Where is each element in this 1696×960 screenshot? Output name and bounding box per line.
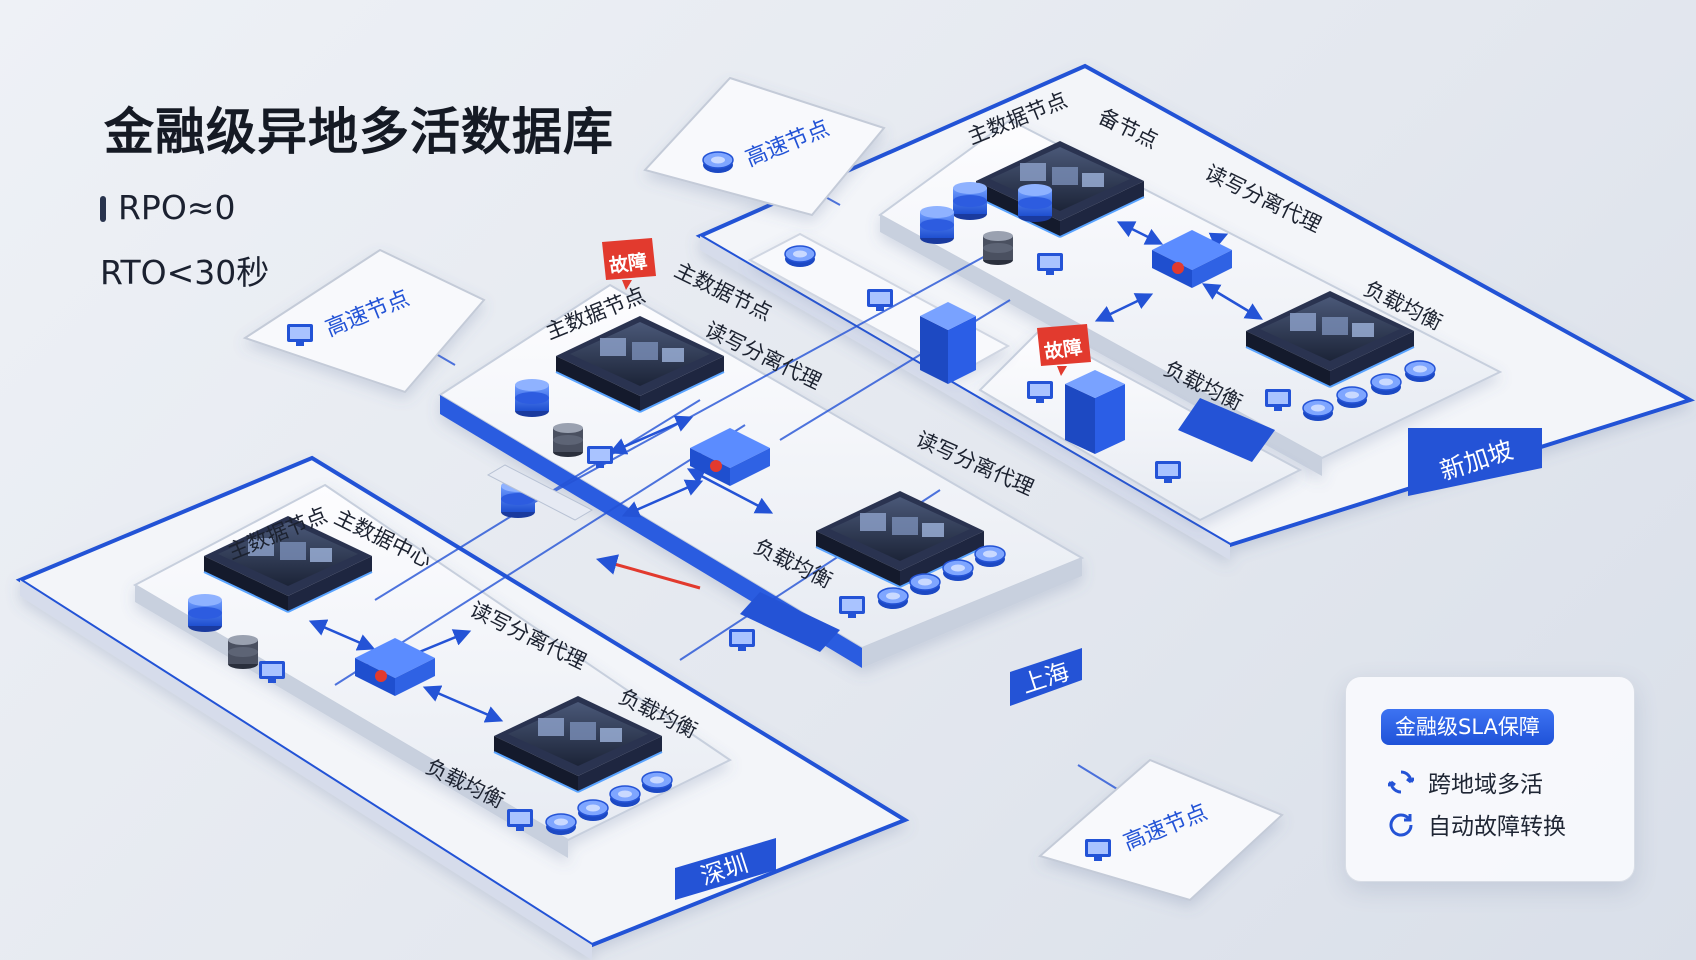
singapore-backup-disk-icon <box>983 231 1013 265</box>
singapore-database-icon-3 <box>920 206 954 244</box>
sla-item-label: 自动故障转换 <box>1428 814 1566 840</box>
bridge-rack-icon <box>920 302 976 384</box>
high-speed-node-card-left: 高速节点 <box>242 248 486 394</box>
rpo-metric: RPO≈0 <box>100 188 235 227</box>
refresh-icon <box>1389 813 1413 837</box>
disk-icon <box>1404 360 1436 383</box>
disk-icon <box>1370 373 1402 396</box>
region-badge-singapore: 新加坡 <box>1408 428 1542 496</box>
shanghai-database-icon <box>515 379 549 417</box>
disk-icon <box>877 587 909 610</box>
metric-bar-icon <box>100 196 106 222</box>
rto-metric: RTO<30秒 <box>100 253 270 292</box>
sla-item-multi-active: 跨地域多活 <box>1388 765 1543 799</box>
disk-icon <box>1336 386 1368 409</box>
disk-icon <box>1302 399 1334 422</box>
region-badge-shenzhen: 深圳 <box>675 838 776 900</box>
disk-icon <box>641 771 673 794</box>
singapore-database-icon-1 <box>953 182 987 220</box>
region-label-shanghai: 上海 <box>1018 657 1072 698</box>
sla-item-auto-failover: 自动故障转换 <box>1388 807 1566 841</box>
fault-marker-singapore: 故障 <box>1037 324 1091 376</box>
shenzhen-database-icon <box>188 594 222 632</box>
disk-icon <box>909 573 941 596</box>
sla-card: 金融级SLA保障 跨地域多活 自动故障转换 <box>1345 676 1635 882</box>
sync-icon <box>1388 770 1414 794</box>
disk-icon <box>942 559 974 582</box>
disk-icon <box>784 245 816 268</box>
page-title: 金融级异地多活数据库 <box>104 103 614 161</box>
shenzhen-backup-disk-icon <box>228 635 258 669</box>
singapore-rack-icon <box>1065 370 1125 454</box>
singapore-database-icon-2 <box>1018 184 1052 222</box>
singapore-lb-card <box>1178 398 1275 462</box>
sla-item-label: 跨地域多活 <box>1428 772 1543 798</box>
shanghai-lb-card <box>740 592 840 652</box>
shanghai-backup-disk-icon <box>553 423 583 457</box>
disk-icon <box>545 813 577 836</box>
fault-label: 故障 <box>1043 335 1084 363</box>
high-speed-node-card-bottom: 高速节点 <box>1037 758 1284 902</box>
relay-node-icon <box>729 629 755 651</box>
rpo-text: RPO≈0 <box>118 188 236 227</box>
disk-icon <box>609 785 641 808</box>
high-speed-disk-icon <box>702 151 734 174</box>
disk-icon <box>577 799 609 822</box>
region-badge-shanghai: 上海 <box>1010 648 1082 706</box>
failover-arrow <box>595 554 701 590</box>
fault-label: 故障 <box>608 249 649 277</box>
shanghai-info-card <box>486 464 594 521</box>
high-speed-node-card-top: 高速节点 <box>643 76 886 217</box>
sla-badge: 金融级SLA保障 <box>1381 709 1554 745</box>
fault-marker-shanghai: 故障 <box>602 238 656 290</box>
disk-icon <box>974 545 1006 568</box>
